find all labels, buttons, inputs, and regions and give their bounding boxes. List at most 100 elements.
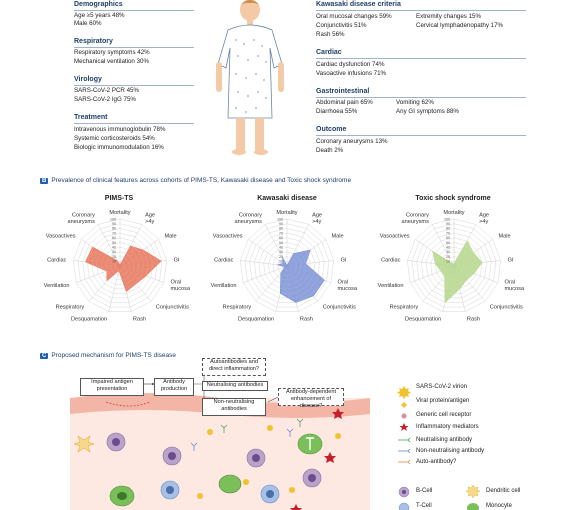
axis-spoke xyxy=(248,239,288,267)
axis-label: GI xyxy=(341,257,347,263)
virion-icon xyxy=(397,386,411,399)
divider xyxy=(74,10,194,11)
kawasaki-item: Oral mucosal changes 59% xyxy=(316,13,392,20)
axis-label: Rash xyxy=(300,316,313,322)
tick-label: 50 xyxy=(446,241,450,245)
axis-label: Male xyxy=(331,233,343,239)
tick-label: 30 xyxy=(112,250,116,254)
tick-label: 60 xyxy=(112,236,116,240)
non-neutralising-antibodies xyxy=(190,428,294,451)
axis-label: Mortality xyxy=(443,210,464,216)
axis-label: Vasoactives xyxy=(213,233,243,239)
grid-ring xyxy=(254,232,320,299)
axis-label: Respiratory xyxy=(223,304,252,310)
neutralising-antibodies-box: Neutralising antibodies xyxy=(202,381,268,391)
axis-label: Respiratory xyxy=(56,304,85,310)
grid-ring xyxy=(411,223,497,308)
axis-spoke xyxy=(242,265,288,283)
tick-label: 20 xyxy=(279,255,283,259)
series-area xyxy=(432,240,483,304)
tick-label: 90 xyxy=(112,222,116,226)
legend-label: Neutralising antibody xyxy=(416,437,473,443)
tick-label: 100 xyxy=(110,217,116,221)
virology-item: SARS-CoV-2 PCR 45% xyxy=(74,87,139,94)
grid-overlay xyxy=(249,228,325,303)
axis-spoke xyxy=(431,224,455,267)
grid-overlay xyxy=(240,218,334,312)
cardiac-item: Vasoactive infusions 71% xyxy=(316,70,387,77)
treatment-item: Biologic immunomodulation 16% xyxy=(74,144,164,151)
tick-label: 80 xyxy=(279,227,283,231)
legend-label: Generic cell receptor xyxy=(416,412,472,418)
kawasaki-item: Rash 56% xyxy=(316,31,345,38)
tick-label: 40 xyxy=(446,246,450,250)
grid-overlay xyxy=(416,228,492,303)
legend-label: T-Cell xyxy=(416,503,432,509)
child-patient-illustration xyxy=(216,0,284,155)
tick-label: 30 xyxy=(446,250,450,254)
treatment-item: Systemic corticosteroids 54% xyxy=(74,135,155,142)
grid-overlay xyxy=(115,261,125,271)
cardiac-title: Cardiac xyxy=(316,49,342,56)
legend-label: B-Cell xyxy=(416,488,433,494)
tick-label: 40 xyxy=(112,246,116,250)
demographics-item: Male 60% xyxy=(74,20,102,27)
impaired-antigen-box: Impaired antigen presentation xyxy=(80,378,144,396)
legend-symbols xyxy=(397,386,411,510)
grid-overlay xyxy=(73,218,167,312)
virology-item: SARS-CoV-2 IgG 75% xyxy=(74,96,136,103)
grid-overlay xyxy=(272,251,302,280)
kawasaki-title: Kawasaki disease criteria xyxy=(316,1,401,8)
tick-label: 90 xyxy=(446,222,450,226)
legend-label: Non-neutralising antibody xyxy=(416,448,485,454)
divider xyxy=(74,85,194,86)
grid-overlay xyxy=(263,242,311,289)
grid-overlay xyxy=(449,261,459,271)
grid-ring xyxy=(407,218,501,312)
tick-label: 70 xyxy=(112,231,116,235)
axis-label: Ventilation xyxy=(211,283,237,289)
tick-label: 10 xyxy=(112,260,116,264)
non-neutralising-antibody-icon xyxy=(398,448,411,454)
monocyte xyxy=(218,474,242,494)
outcome-item: Death 2% xyxy=(316,147,344,154)
radar-title-tss: Toxic shock syndrome xyxy=(415,195,491,202)
series-area xyxy=(276,249,325,303)
neutralising-antibodies xyxy=(220,418,304,433)
axis-label: Rash xyxy=(133,316,146,322)
cell-legend-symbols-right xyxy=(466,484,480,510)
tick-label: 100 xyxy=(444,217,450,221)
kawasaki-item: Extremity changes 15% xyxy=(416,13,481,20)
axis-label: Conjunctivitis xyxy=(323,304,356,310)
dendritic-cell-icon xyxy=(466,484,480,499)
legend-label: Monocyte xyxy=(486,503,513,509)
radar-title-pims: PIMS-TS xyxy=(104,195,134,202)
respiratory-item: Respiratory symptoms 42% xyxy=(74,49,150,56)
grid-ring xyxy=(77,223,163,308)
axis-label: Vasoactives xyxy=(380,233,410,239)
legend-label: Viral protein/antigen xyxy=(416,398,470,404)
t-cell-icon xyxy=(398,502,410,510)
panel-c-title: Proposed mechanism for PIMS-TS disease xyxy=(51,352,176,359)
axis-label: Age>4y xyxy=(312,213,322,225)
axis-label: Desquamation xyxy=(71,316,107,322)
axis-label: Cardiac xyxy=(381,257,400,263)
axis-label: GI xyxy=(174,257,180,263)
axis-label: Male xyxy=(498,233,510,239)
divider xyxy=(74,123,194,124)
legend-label: SARS-CoV-2 virion xyxy=(416,384,468,390)
mediator-icon xyxy=(399,423,409,431)
kawasaki-item: Conjunctivitis 51% xyxy=(316,22,367,29)
virology-title: Virology xyxy=(74,76,102,83)
axis-label: Rash xyxy=(467,316,480,322)
grid-overlay xyxy=(96,242,144,289)
grid-overlay xyxy=(430,242,478,289)
treatment-title: Treatment xyxy=(74,114,108,121)
divider xyxy=(316,97,526,98)
tick-label: 70 xyxy=(446,231,450,235)
